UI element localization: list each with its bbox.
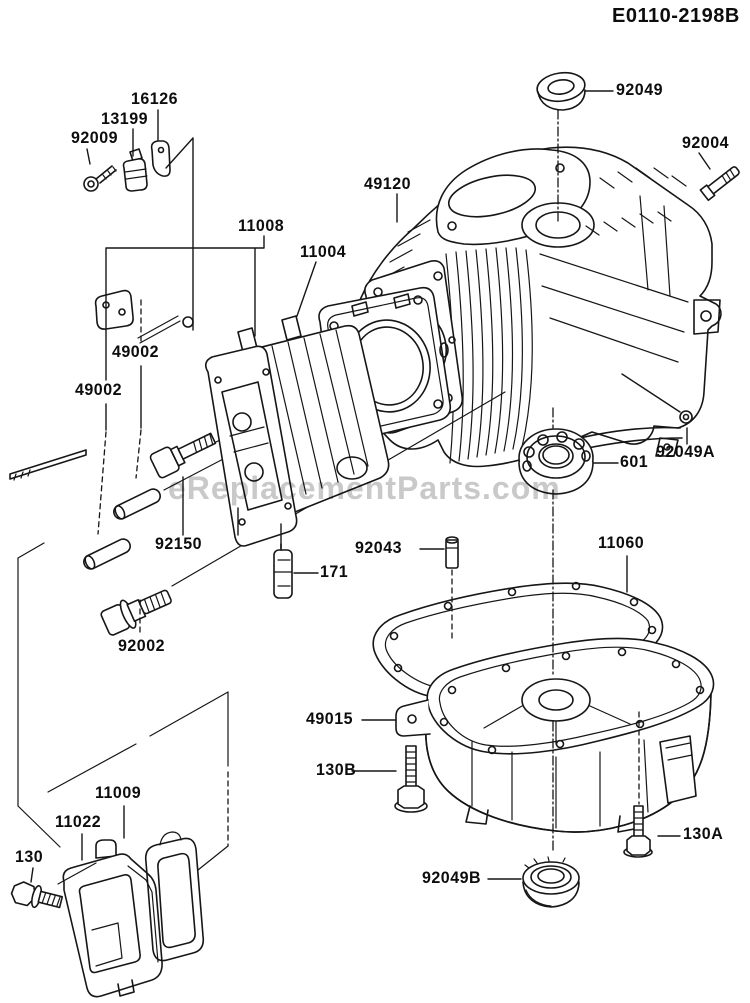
clamp-171: [273, 543, 293, 599]
part-label-11009: 11009: [95, 784, 142, 803]
cylinder-head: [9, 289, 390, 547]
part-label-92150: 92150: [155, 535, 202, 554]
plug-92049A: [679, 410, 693, 424]
dowel-pins: [83, 488, 161, 570]
part-label-11008: 11008: [238, 217, 285, 236]
part-label-49120: 49120: [364, 175, 411, 194]
oil-pan: [395, 637, 715, 833]
watermark: eReplacementParts.com: [168, 470, 561, 506]
leader-lines: [17, 90, 711, 883]
valve-cover: [62, 839, 163, 998]
part-label-11060: 11060: [598, 534, 645, 553]
part-label-49015: 49015: [306, 710, 353, 729]
part-label-171: 171: [320, 563, 349, 582]
part-label-130: 130: [15, 848, 44, 867]
bolt-92002: [100, 589, 172, 636]
part-label-92009: 92009: [71, 129, 118, 148]
part-label-49002b: 49002: [75, 381, 122, 400]
document-number: E0110-2198B: [612, 5, 740, 27]
bolt-92150: [149, 432, 217, 479]
pin-92043: [445, 536, 459, 569]
part-label-11022: 11022: [55, 813, 102, 832]
part-label-92004: 92004: [682, 134, 729, 153]
part-label-13199: 13199: [101, 110, 148, 129]
part-label-130B: 130B: [316, 761, 357, 780]
breather-parts: [83, 140, 171, 192]
bolt-130A: [623, 805, 653, 858]
part-label-92043: 92043: [355, 539, 402, 558]
oil-seal-92049: [536, 71, 586, 111]
part-label-16126: 16126: [131, 90, 178, 109]
part-label-92049: 92049: [616, 81, 663, 100]
part-label-130A: 130A: [683, 825, 724, 844]
oil-seal-92049B: [522, 856, 580, 908]
bolt-130B: [394, 745, 428, 813]
bolt-130: [10, 862, 97, 909]
part-label-92002: 92002: [118, 637, 165, 656]
ball-bearing: [518, 428, 594, 495]
part-label-92049B: 92049B: [422, 869, 482, 888]
cover-gasket: [144, 831, 205, 962]
part-label-92049A: 92049A: [656, 443, 716, 462]
part-label-49002a: 49002: [112, 343, 159, 362]
part-label-601: 601: [620, 453, 649, 472]
part-label-11004: 11004: [300, 243, 347, 262]
stud-92004: [699, 166, 740, 202]
